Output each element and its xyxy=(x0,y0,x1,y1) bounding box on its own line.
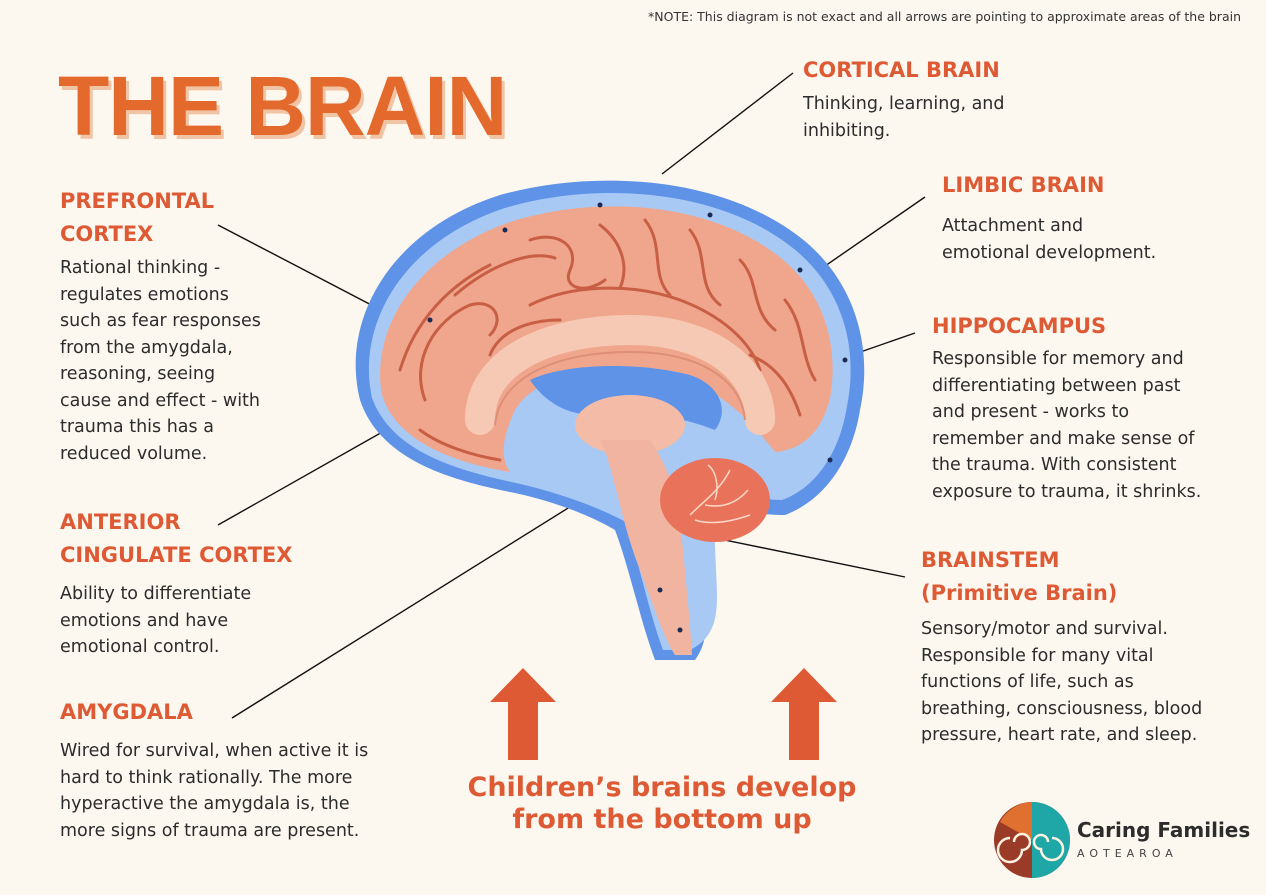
page-title: THE BRAIN xyxy=(58,59,507,153)
prefrontal-text-line: regulates emotions xyxy=(60,284,229,305)
brainstem-text-line: breathing, consciousness, blood xyxy=(921,698,1203,719)
prefrontal-text-line: reduced volume. xyxy=(60,443,208,464)
prefrontal-heading: PREFRONTAL CORTEX xyxy=(60,185,214,251)
prefrontal-text-line: reasoning, seeing xyxy=(60,364,216,384)
hippocampus-text-line: exposure to trauma, it shrinks. xyxy=(932,481,1202,502)
hippocampus-text-line: and present - works to xyxy=(932,402,1130,422)
cortical-description: Thinking, learning, and inhibiting. xyxy=(803,91,1005,144)
anterior-cingulate-description: Ability to differentiate emotions and ha… xyxy=(60,581,251,661)
limbic-heading: LIMBIC BRAIN xyxy=(942,173,1105,197)
hippocampus-text-line: Responsible for memory and xyxy=(932,349,1184,369)
disclaimer-note: *NOTE: This diagram is not exact and all… xyxy=(648,9,1241,24)
brainstem-heading: BRAINSTEM (Primitive Brain) xyxy=(921,544,1117,610)
limbic-description: Attachment and emotional development. xyxy=(942,213,1156,266)
up-arrow-icon xyxy=(490,668,556,760)
brainstem-text-line: functions of life, such as xyxy=(921,672,1134,692)
prefrontal-text-line: cause and effect - with xyxy=(60,390,261,411)
amygdala-text-line: more signs of trauma are present. xyxy=(60,820,360,841)
brainstem-text-line: Sensory/motor and survival. xyxy=(921,619,1168,639)
brainstem-text-line: Responsible for many vital xyxy=(921,645,1154,666)
cortical-text-line: Thinking, learning, and xyxy=(803,94,1005,114)
hippocampus-heading: HIPPOCAMPUS xyxy=(932,314,1107,338)
prefrontal-text-line: Rational thinking - xyxy=(60,258,221,278)
anterior-cingulate-heading-line1: ANTERIOR xyxy=(60,510,181,534)
pointer-line-amygdala xyxy=(231,489,598,719)
limbic-text-line: emotional development. xyxy=(942,242,1157,263)
caring-families-logo-icon xyxy=(994,802,1070,878)
amygdala-description: Wired for survival, when active it is ha… xyxy=(60,738,368,844)
prefrontal-heading-line1: PREFRONTAL xyxy=(60,189,215,213)
pointer-line-cortical xyxy=(661,72,794,175)
hippocampus-text-line: the trauma. With consistent xyxy=(932,455,1177,475)
brain-illustration xyxy=(355,180,865,660)
amygdala-text-line: Wired for survival, when active it is xyxy=(60,741,369,761)
tagline: Children’s brains develop from the botto… xyxy=(452,772,872,836)
hippocampus-text-line: differentiating between past xyxy=(932,375,1181,396)
cortical-heading: CORTICAL BRAIN xyxy=(803,58,1000,82)
anterior-cingulate-text-line: emotional control. xyxy=(60,637,220,657)
prefrontal-text-line: such as fear responses xyxy=(60,311,261,331)
cortical-text-line: inhibiting. xyxy=(803,120,891,141)
brainstem-text-line: pressure, heart rate, and sleep. xyxy=(921,725,1198,745)
brainstem-description: Sensory/motor and survival. Responsible … xyxy=(921,616,1202,749)
logo-subtitle: AOTEAROA xyxy=(1077,847,1178,860)
hippocampus-description: Responsible for memory and differentiati… xyxy=(932,346,1201,505)
hippocampus-text-line: remember and make sense of xyxy=(932,428,1195,449)
prefrontal-text-line: from the amygdala, xyxy=(60,337,233,358)
amygdala-text-line: hard to think rationally. The more xyxy=(60,767,353,788)
anterior-cingulate-heading-line2: CINGULATE CORTEX xyxy=(60,543,293,567)
logo-name: Caring Families xyxy=(1077,818,1251,842)
prefrontal-description: Rational thinking - regulates emotions s… xyxy=(60,255,261,467)
amygdala-text-line: hyperactive the amygdala is, the xyxy=(60,794,350,814)
brainstem-heading-line2: (Primitive Brain) xyxy=(921,581,1118,605)
anterior-cingulate-text-line: emotions and have xyxy=(60,610,229,631)
amygdala-heading: AMYGDALA xyxy=(60,700,193,724)
brainstem-heading-line1: BRAINSTEM xyxy=(921,548,1060,572)
limbic-text-line: Attachment and xyxy=(942,216,1084,236)
cingulate-arc xyxy=(465,314,775,435)
prefrontal-text-line: trauma this has a xyxy=(60,417,214,437)
prefrontal-heading-line2: CORTEX xyxy=(60,222,154,246)
anterior-cingulate-text-line: Ability to differentiate xyxy=(60,584,252,604)
anterior-cingulate-heading: ANTERIOR CINGULATE CORTEX xyxy=(60,506,292,572)
up-arrow-icon xyxy=(771,668,837,760)
tagline-line1: Children’s brains develop xyxy=(467,772,857,803)
tagline-line2: from the bottom up xyxy=(512,804,812,835)
